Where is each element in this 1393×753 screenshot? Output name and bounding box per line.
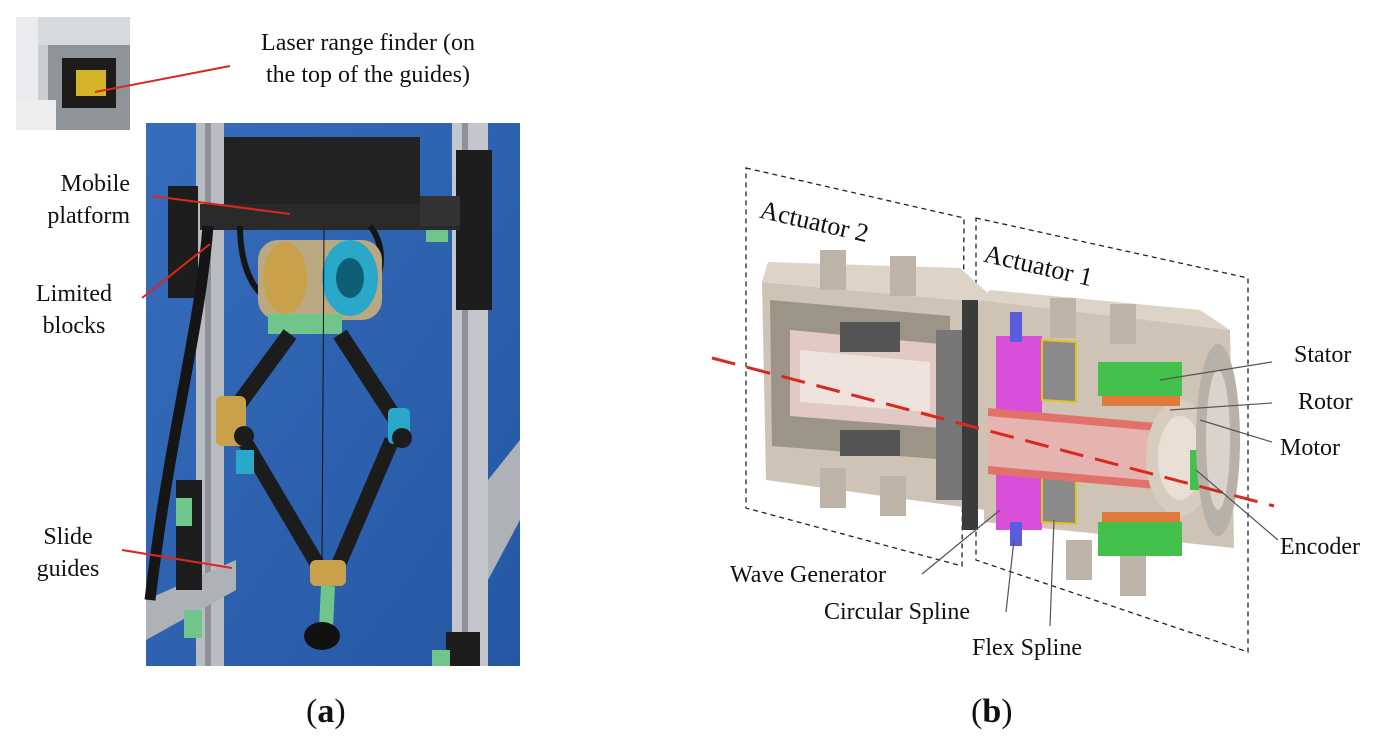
label-slide-guides: Slide guides — [36, 524, 100, 582]
label-stator: Stator — [1294, 342, 1352, 368]
label-motor: Motor — [1280, 435, 1340, 461]
label-wave-generator: Wave Generator — [730, 562, 886, 588]
label-rotor: Rotor — [1298, 389, 1353, 415]
label-flex-spline: Flex Spline — [972, 635, 1083, 661]
label-encoder: Encoder — [1280, 534, 1360, 560]
label-circular-spline: Circular Spline — [824, 599, 970, 625]
caption-a: (a) — [306, 693, 346, 730]
caption-b: (b) — [971, 693, 1013, 730]
label-mobile-platform: Mobile platform — [47, 171, 130, 229]
actuator-2-box — [745, 167, 965, 567]
label-laser-range-finder: Laser range finder (on the top of the gu… — [261, 30, 475, 88]
label-limited-blocks: Limited blocks — [36, 281, 112, 339]
